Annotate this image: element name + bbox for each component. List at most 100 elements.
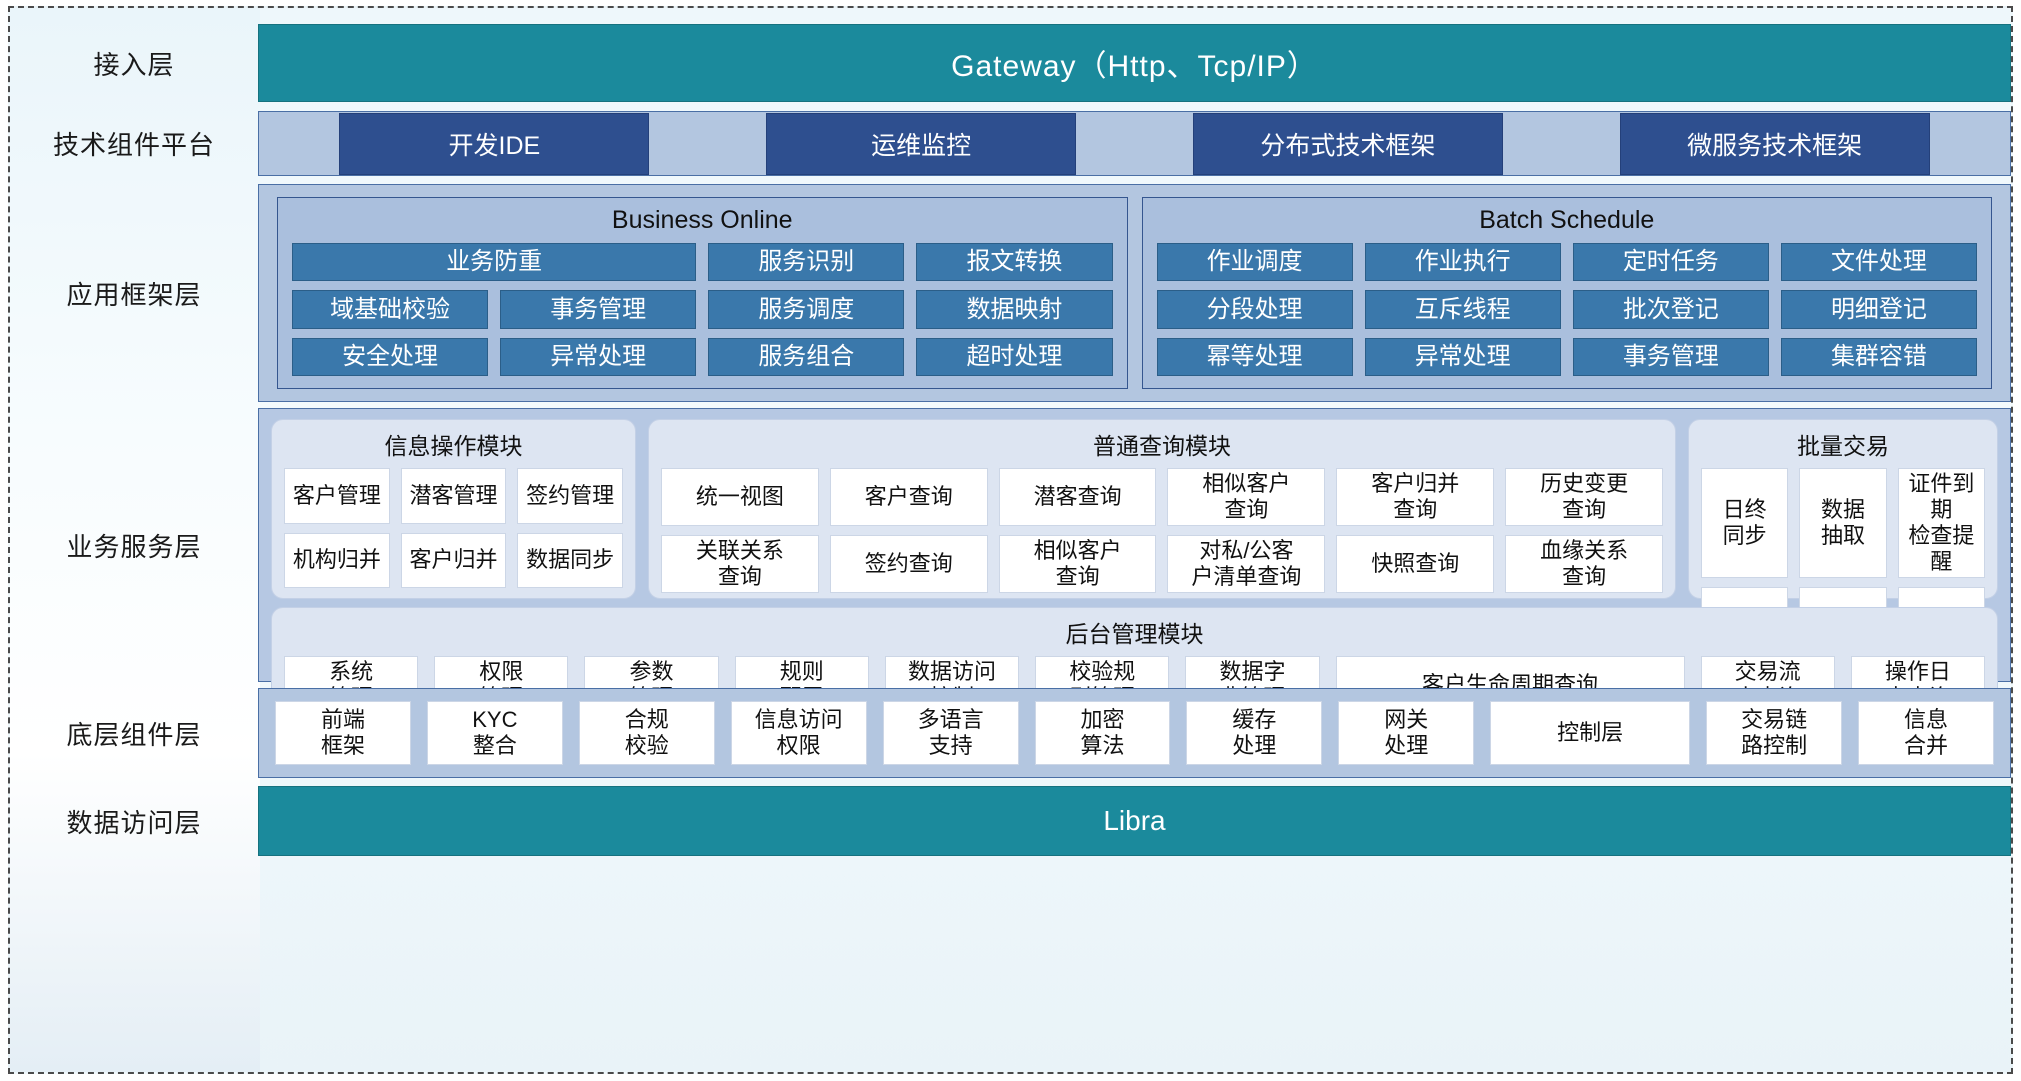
cell-encryption-algorithm[interactable]: 加密算法 <box>1034 701 1171 765</box>
panel-title-batch-schedule: Batch Schedule <box>1479 206 1655 234</box>
app-framework-band: Business Online 业务防重 服务识别 报文转换 域基础校验 事务管… <box>258 184 2011 402</box>
gateway-label: Gateway（Http、Tcp/IP） <box>951 50 1318 83</box>
cell-unified-view[interactable]: 统一视图 <box>661 468 819 526</box>
cell-bo-security[interactable]: 安全处理 <box>292 337 489 376</box>
label-business-service: 业务服务层 <box>66 531 202 562</box>
module-title-general-query: 普通查询模块 <box>1093 433 1231 459</box>
business-service-body: 信息操作模块 客户管理 潜客管理 签约管理 机构归并 客户归并 数据同步 <box>258 408 2011 725</box>
cell-bo-service-composition[interactable]: 服务组合 <box>708 337 905 376</box>
cell-bs-job-schedule[interactable]: 作业调度 <box>1156 243 1353 282</box>
row-data-access: 数据访问层 Libra <box>10 786 2011 856</box>
row-tech-platform: 技术组件平台 开发IDE 运维监控 分布式技术框架 微服务技术框架 <box>10 111 2011 176</box>
tech-platform-body: 开发IDE 运维监控 分布式技术框架 微服务技术框架 <box>258 111 2011 176</box>
module-title-info-operations: 信息操作模块 <box>384 433 523 459</box>
cell-bo-anti-duplication[interactable]: 业务防重 <box>292 243 697 282</box>
cell-eod-sync[interactable]: 日终同步 <box>1701 468 1789 578</box>
cell-frontend-framework[interactable]: 前端框架 <box>275 701 411 765</box>
gateway-band[interactable]: Gateway（Http、Tcp/IP） <box>258 24 2011 102</box>
panel-business-online: Business Online 业务防重 服务识别 报文转换 域基础校验 事务管… <box>277 197 1128 389</box>
label-tech-platform: 技术组件平台 <box>52 130 215 160</box>
cell-customer-mgmt[interactable]: 客户管理 <box>284 468 390 524</box>
cell-compliance-check[interactable]: 合规校验 <box>578 701 715 765</box>
module-title-batch-transaction: 批量交易 <box>1797 433 1889 459</box>
label-app-framework: 应用框架层 <box>66 279 202 310</box>
row-app-framework: 应用框架层 Business Online 业务防重 服务识别 报文转换 域基础… <box>10 184 2011 402</box>
cell-customer-merge[interactable]: 客户归并 <box>400 532 507 588</box>
cell-retail-corporate-list-query[interactable]: 对私/公客户清单查询 <box>1167 534 1326 593</box>
cell-bo-service-identify[interactable]: 服务识别 <box>708 243 905 282</box>
cell-bo-domain-validation[interactable]: 域基础校验 <box>292 290 489 329</box>
tech-chip-ide[interactable]: 开发IDE <box>339 112 650 175</box>
cell-info-merge[interactable]: 信息合并 <box>1858 701 1994 765</box>
cell-snapshot-query[interactable]: 快照查询 <box>1336 534 1495 593</box>
cell-bs-segment-process[interactable]: 分段处理 <box>1156 290 1353 329</box>
cell-bs-batch-register[interactable]: 批次登记 <box>1572 290 1769 329</box>
cell-customer-merge-query[interactable]: 客户归并查询 <box>1336 468 1495 526</box>
cell-contract-mgmt[interactable]: 签约管理 <box>517 468 623 524</box>
row-business-service: 业务服务层 信息操作模块 客户管理 潜客管理 签约管理 机构归并 客户归 <box>10 408 2011 725</box>
cell-bs-transaction-mgmt[interactable]: 事务管理 <box>1572 337 1769 376</box>
info-operations-grid: 客户管理 潜客管理 签约管理 机构归并 客户归并 数据同步 <box>284 468 623 588</box>
tech-chip-microservice-framework[interactable]: 微服务技术框架 <box>1619 112 1930 175</box>
panel-title-business-online: Business Online <box>611 206 793 234</box>
cell-multilanguage-support[interactable]: 多语言支持 <box>882 701 1019 765</box>
cell-lineage-query[interactable]: 血缘关系查询 <box>1505 534 1663 593</box>
label-access-layer: 接入层 <box>93 49 175 80</box>
cell-similar-customer-query[interactable]: 相似客户查询 <box>1167 468 1326 526</box>
cell-prospect-query[interactable]: 潜客查询 <box>998 468 1157 526</box>
business-online-grid: 业务防重 服务识别 报文转换 域基础校验 事务管理 服务调度 数据映射 安全处理… <box>292 243 1113 376</box>
cell-history-change-query[interactable]: 历史变更查询 <box>1505 468 1663 526</box>
cell-customer-query[interactable]: 客户查询 <box>829 468 988 526</box>
cell-bs-timed-task[interactable]: 定时任务 <box>1572 243 1769 282</box>
business-service-modules-row: 信息操作模块 客户管理 潜客管理 签约管理 机构归并 客户归并 数据同步 <box>271 419 1998 697</box>
layer-rows: 接入层 Gateway（Http、Tcp/IP） 技术组件平台 开发IDE 运维… <box>10 8 2011 1073</box>
libra-label: Libra <box>1103 805 1166 836</box>
layer-label-column <box>10 8 260 1072</box>
tech-chip-ops-monitor[interactable]: 运维监控 <box>766 112 1077 175</box>
data-access-body: Libra <box>258 786 2011 856</box>
cell-control-layer[interactable]: 控制层 <box>1490 701 1691 765</box>
cell-bs-job-execute[interactable]: 作业执行 <box>1364 243 1561 282</box>
module-info-operations: 信息操作模块 客户管理 潜客管理 签约管理 机构归并 客户归并 数据同步 <box>271 419 636 599</box>
access-layer-body: Gateway（Http、Tcp/IP） <box>258 24 2011 102</box>
cell-bs-cluster-fault-tolerance[interactable]: 集群容错 <box>1780 337 1977 376</box>
cell-bo-message-transform[interactable]: 报文转换 <box>916 243 1113 282</box>
libra-band[interactable]: Libra <box>258 786 2011 856</box>
cell-bo-data-mapping[interactable]: 数据映射 <box>916 290 1113 329</box>
cell-bo-timeout[interactable]: 超时处理 <box>916 337 1113 376</box>
cell-data-sync[interactable]: 数据同步 <box>517 532 623 588</box>
tech-platform-band: 开发IDE 运维监控 分布式技术框架 微服务技术框架 <box>258 111 2011 176</box>
general-query-grid: 统一视图 客户查询 潜客查询 相似客户查询 客户归并查询 历史变更查询 关联关系… <box>661 468 1663 593</box>
cell-data-extract[interactable]: 数据抽取 <box>1799 468 1887 578</box>
app-framework-body: Business Online 业务防重 服务识别 报文转换 域基础校验 事务管… <box>258 184 2011 402</box>
panel-batch-schedule: Batch Schedule 作业调度 作业执行 定时任务 文件处理 分段处理 … <box>1141 197 1992 389</box>
row-access-layer: 接入层 Gateway（Http、Tcp/IP） <box>10 24 2011 102</box>
cell-bs-file-process[interactable]: 文件处理 <box>1780 243 1977 282</box>
cell-bs-mutex-thread[interactable]: 互斥线程 <box>1364 290 1561 329</box>
cell-cache-processing[interactable]: 缓存处理 <box>1186 701 1323 765</box>
cell-org-merge[interactable]: 机构归并 <box>284 532 390 588</box>
cell-bs-exception[interactable]: 异常处理 <box>1364 337 1561 376</box>
cell-bs-detail-register[interactable]: 明细登记 <box>1780 290 1977 329</box>
cell-id-expiry-reminder[interactable]: 证件到期检查提醒 <box>1897 468 1985 578</box>
cell-relationship-query[interactable]: 关联关系查询 <box>661 534 819 593</box>
tech-chip-distributed-framework[interactable]: 分布式技术框架 <box>1192 112 1503 175</box>
cell-similar-customer-query-2[interactable]: 相似客户查询 <box>998 534 1157 593</box>
cell-transaction-chain-control[interactable]: 交易链路控制 <box>1706 701 1843 765</box>
cell-bo-exception[interactable]: 异常处理 <box>500 337 697 376</box>
module-title-backoffice-admin: 后台管理模块 <box>1065 621 1204 647</box>
cell-bo-transaction-mgmt[interactable]: 事务管理 <box>500 290 697 329</box>
cell-bs-idempotent[interactable]: 幂等处理 <box>1156 337 1353 376</box>
cell-contract-query[interactable]: 签约查询 <box>829 534 988 593</box>
cell-info-access-permission[interactable]: 信息访问权限 <box>730 701 867 765</box>
label-data-access: 数据访问层 <box>66 807 202 838</box>
cell-prospect-mgmt[interactable]: 潜客管理 <box>400 468 507 524</box>
module-general-query: 普通查询模块 统一视图 客户查询 潜客查询 相似客户查询 客户归并查询 历史变更… <box>648 419 1676 599</box>
cell-bo-service-dispatch[interactable]: 服务调度 <box>708 290 905 329</box>
label-base-components: 底层组件层 <box>66 719 202 750</box>
cell-gateway-processing[interactable]: 网关处理 <box>1338 701 1475 765</box>
